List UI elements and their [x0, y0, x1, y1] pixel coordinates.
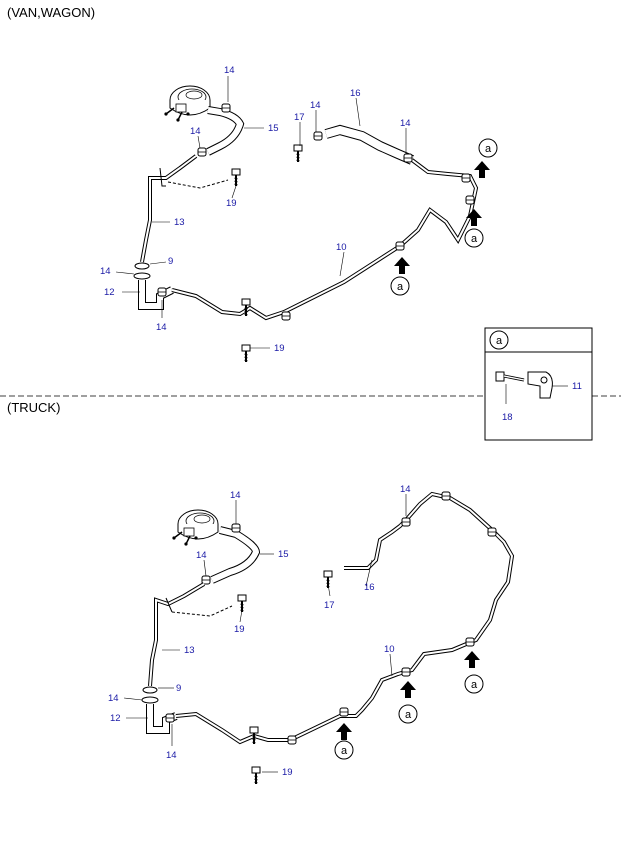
bolt-19-lower [251, 766, 261, 785]
part-number: 17 [324, 600, 335, 611]
clip-right [401, 517, 411, 527]
part-number: 19 [274, 343, 285, 354]
clip-pipe10-1 [281, 311, 291, 321]
bolt-19-upper [237, 594, 247, 613]
clip-left [133, 272, 151, 280]
arrow-a-3 [474, 161, 490, 178]
part-number: 14 [400, 118, 411, 129]
part-number: 14 [190, 126, 201, 137]
clip-pipe10-3 [465, 195, 475, 205]
clamp-9 [134, 262, 150, 270]
part-number: 14 [310, 100, 321, 111]
part-number: 17 [294, 112, 305, 123]
clip-bottom [165, 713, 175, 723]
callout-letter: a [485, 143, 492, 155]
part-number: 12 [104, 287, 115, 298]
clip-bottom [157, 287, 167, 297]
part-number: 14 [108, 693, 119, 704]
part-number: 19 [282, 767, 293, 778]
part-number: 12 [110, 713, 121, 724]
clip-pipe10-4 [465, 637, 475, 647]
truck-assembly: a a a 14 [108, 484, 515, 785]
section-title-van-wagon: (VAN,WAGON) [7, 5, 96, 20]
detail-callout-circle [489, 330, 509, 350]
part-number: 9 [168, 256, 173, 267]
detail-callout-letter: a [496, 335, 503, 347]
part-number: 10 [336, 242, 347, 253]
clip-pipe10-4 [461, 173, 471, 183]
part-number: 14 [156, 322, 167, 333]
callout-circle [398, 704, 418, 724]
callout-letter: a [405, 709, 412, 721]
clip-pipe10-1 [287, 735, 297, 745]
part-number: 15 [268, 123, 279, 134]
part-number: 16 [350, 88, 361, 99]
part-number: 14 [196, 550, 207, 561]
callout-circle [334, 740, 354, 760]
part-number: 16 [364, 582, 375, 593]
part-number: 15 [278, 549, 289, 560]
part-number: 9 [176, 683, 181, 694]
brake-booster-upper [163, 85, 211, 123]
arrow-a-1 [336, 723, 352, 740]
part-number: 13 [174, 217, 185, 228]
bolt-17 [293, 144, 303, 163]
van-wagon-assembly: a a a [100, 65, 498, 363]
clip-left [141, 696, 159, 704]
clamp-9 [142, 686, 158, 694]
clip-pipe10-6 [441, 491, 451, 501]
arrow-a-2 [400, 681, 416, 698]
section-title-truck: (TRUCK) [7, 400, 61, 415]
part-number: 19 [226, 198, 237, 209]
part-number: 14 [400, 484, 411, 495]
clip-pipe10-5 [487, 527, 497, 537]
callout-circle [464, 228, 484, 248]
part-number: 10 [384, 644, 395, 655]
clip-pipe10-3 [401, 667, 411, 677]
callout-letter: a [341, 745, 348, 757]
clip-mid [313, 131, 323, 141]
callout-letter: a [471, 679, 478, 691]
arrow-a-3 [464, 651, 480, 668]
callout-circle [390, 276, 410, 296]
part-number: 14 [100, 266, 111, 277]
detail-bolt-18 [495, 371, 505, 382]
arrow-a-1 [394, 257, 410, 274]
part-number: 14 [230, 490, 241, 501]
clip-upper-booster [231, 523, 241, 533]
clip-pipe10-2 [339, 707, 349, 717]
part-number: 13 [184, 645, 195, 656]
brake-booster-lower [171, 509, 219, 547]
callout-circle [464, 674, 484, 694]
clip-right [403, 153, 413, 163]
clip-upper-booster [221, 103, 231, 113]
callout-letter: a [397, 281, 404, 293]
clip-pipe10-2 [395, 241, 405, 251]
part-number: 19 [234, 624, 245, 635]
callout-letter: a [471, 233, 478, 245]
bolt-19-upper [231, 168, 241, 187]
clip-upper [197, 147, 207, 157]
detail-box-a: a 18 11 [484, 327, 593, 441]
callout-circle [478, 138, 498, 158]
part-number: 14 [224, 65, 235, 76]
part-number: 14 [166, 750, 177, 761]
part-number: 11 [572, 381, 582, 392]
bolt-19-lower [241, 344, 251, 363]
part-number: 18 [502, 412, 513, 423]
